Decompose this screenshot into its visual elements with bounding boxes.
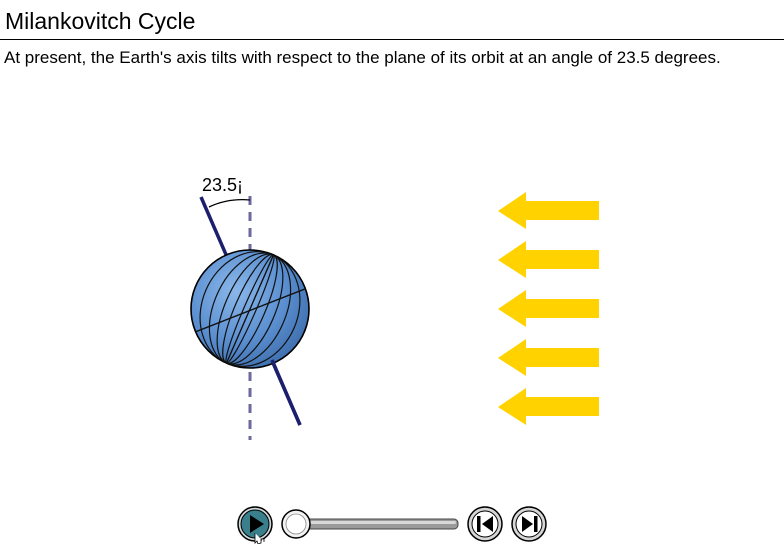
description-text: At present, the Earth's axis tilts with … (4, 48, 721, 67)
sunlight-arrows (498, 192, 599, 425)
play-button[interactable] (237, 506, 273, 542)
angle-label: 23.5¡ (202, 175, 243, 195)
step-back-icon (477, 516, 493, 532)
play-icon (250, 515, 264, 533)
step-forward-icon (522, 516, 538, 532)
sunlight-arrow (498, 241, 599, 278)
earth-axis-front (270, 359, 302, 426)
sunlight-arrow (498, 339, 599, 376)
sunlight-arrow (498, 192, 599, 229)
page-title: Milankovitch Cycle (5, 8, 196, 34)
progress-slider[interactable] (281, 509, 459, 539)
step-forward-button[interactable] (511, 506, 547, 542)
angle-arc (208, 199, 251, 208)
earth-globe (190, 249, 310, 369)
sunlight-arrow (498, 388, 599, 425)
sunlight-arrow (498, 290, 599, 327)
step-back-button[interactable] (467, 506, 503, 542)
title-divider (0, 39, 784, 40)
